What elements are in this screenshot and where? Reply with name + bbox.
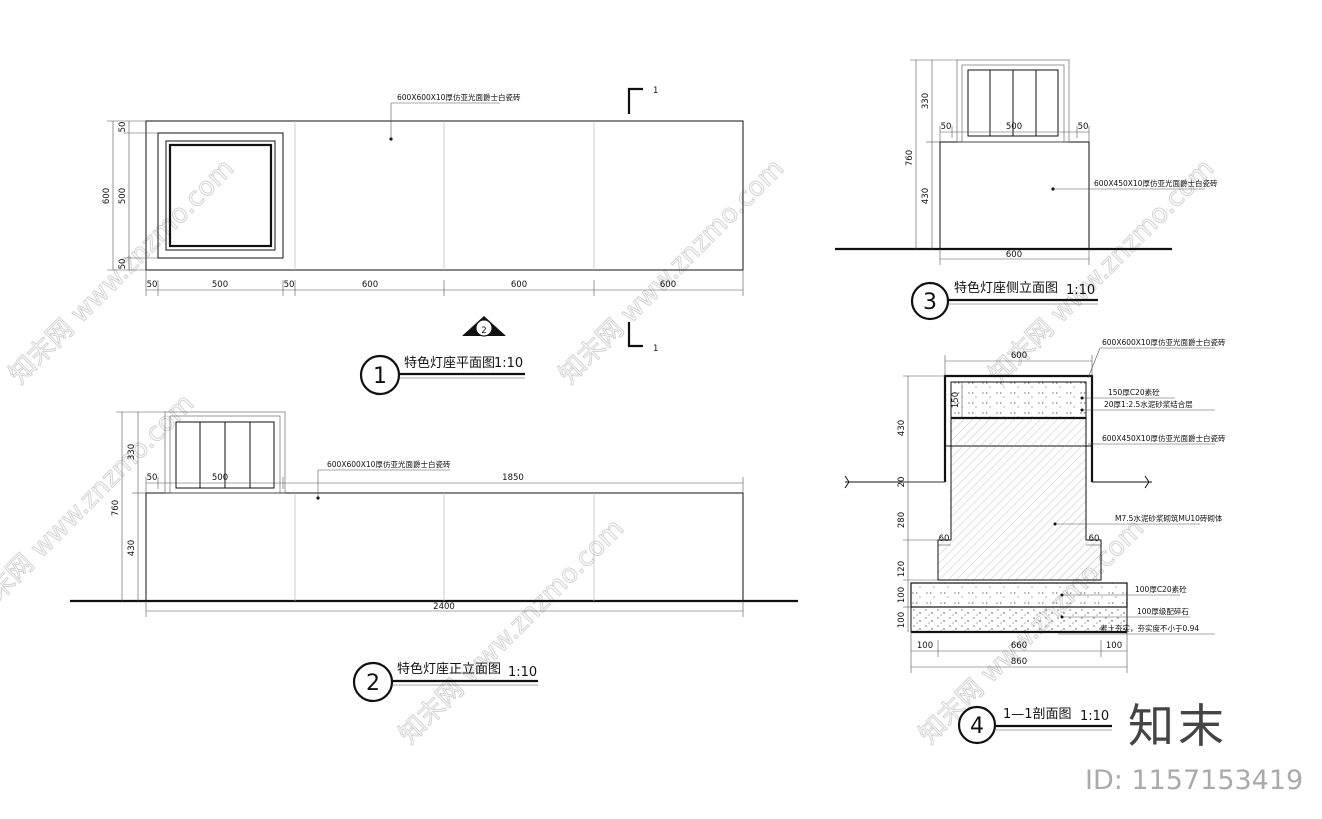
section-mark-top: 1 [653,86,658,96]
section-view: 600 430 150 20 280 120 100 100 60 60 [844,337,1226,745]
section-dim-top: 600 [1011,351,1027,361]
section-dim-bottom-3: 100 [1106,641,1122,651]
plan-title: 特色灯座平面图 [404,355,495,371]
dim-h-1: 50 [147,280,158,290]
section-index: 4 [970,714,984,739]
front-index: 2 [366,671,380,696]
watermark: 知末网 www.znzmo.com [394,514,630,750]
dim-h-3: 50 [284,280,295,290]
section-note-5: M7.5水泥砂浆砌筑MU10砖砌体 [1115,513,1223,523]
front-dim-base: 430 [127,540,137,556]
resource-id: ID: 1157153419 [1085,765,1303,796]
section-note-2: 150厚C20素砼 [1108,387,1160,397]
section-note-8: 素土夯实，夯实度不小于0.94 [1100,623,1199,633]
section-note-7: 100厚级配碎石 [1137,606,1189,616]
section-dim-total: 860 [1011,657,1027,667]
section-dim-bottom-2: 660 [1011,641,1027,651]
section-dim-v-2: 150 [951,392,961,408]
front-dim-lamp: 330 [127,444,137,460]
side-elevation-view: 600X450X10厚仿亚光面爵士白瓷砖 760 330 430 50 500 … [835,59,1218,321]
view-reference-icon: 2 [462,316,506,337]
section-dim-v-6: 100 [897,587,907,603]
plan-view: 1 1 600X600X10厚仿亚光面爵士白瓷砖 600 50 500 50 5… [102,86,744,396]
front-dim-bottom: 2400 [433,602,455,612]
side-dim-top-3: 50 [1078,122,1089,132]
side-dim-top-2: 500 [1006,122,1022,132]
section-note-6: 100厚C20素砼 [1135,584,1187,594]
section-dim-v-7: 100 [897,612,907,628]
dim-h-6: 600 [660,280,676,290]
plan-index: 1 [373,364,387,389]
section-mark-bottom: 1 [653,344,658,354]
plan-note: 600X600X10厚仿亚光面爵士白瓷砖 [397,92,521,102]
section-dim-v-5: 120 [897,561,907,577]
brand-block: 知末 ID: 1157153419 [1085,699,1303,796]
front-dim-top-1: 50 [147,473,158,483]
side-dim-lamp: 330 [921,93,931,109]
front-note: 600X600X10厚仿亚光面爵士白瓷砖 [327,459,451,469]
front-title: 特色灯座正立面图 [397,661,501,677]
section-scale: 1:10 [1080,709,1109,724]
side-dim-bottom: 600 [1006,250,1022,260]
section-dim-v-3: 20 [897,477,907,488]
dim-h-5: 600 [511,280,527,290]
section-dim-offset-left: 60 [939,534,950,544]
title-circle [957,705,997,745]
section-note-1: 600X600X10厚仿亚光面爵士白瓷砖 [1102,337,1226,347]
dim-h-4: 600 [362,280,378,290]
brand-logo: 知末 [1128,699,1228,753]
view-reference-number: 2 [481,326,486,336]
dim-h-2: 500 [212,280,228,290]
section-dim-v-1: 430 [897,420,907,436]
side-index: 3 [923,290,937,315]
dim-inner: 500 [118,188,128,204]
front-dim-total: 760 [111,500,121,516]
side-note: 600X450X10厚仿亚光面爵士白瓷砖 [1094,178,1218,188]
side-dim-total: 760 [905,150,915,166]
section-dim-offset-right: 60 [1089,534,1100,544]
section-dim-v-4: 280 [897,512,907,528]
section-note-3: 20厚1:2.5水泥砂浆结合层 [1104,399,1193,409]
dim-border-top: 50 [118,122,128,133]
section-note-4: 600X450X10厚仿亚光面爵士白瓷砖 [1102,433,1226,443]
side-title: 特色灯座侧立面图 [954,280,1058,296]
front-dim-top-2: 500 [212,473,228,483]
front-scale: 1:10 [508,665,537,680]
side-scale: 1:10 [1066,283,1095,298]
dim-height: 600 [102,188,112,204]
section-title: 1—1剖面图 [1003,707,1072,722]
dim-border-bottom: 50 [118,259,128,270]
side-dim-base: 430 [921,188,931,204]
section-dim-bottom-1: 100 [917,641,933,651]
front-dim-top-3: 1850 [502,473,524,483]
plan-scale: 1:10 [494,356,523,371]
side-dim-top-1: 50 [941,122,952,132]
watermark: 知末网 www.znzmo.com [554,154,790,390]
front-elevation-view: 600X600X10厚仿亚光面爵士白瓷砖 760 330 430 50 500 … [70,411,798,703]
